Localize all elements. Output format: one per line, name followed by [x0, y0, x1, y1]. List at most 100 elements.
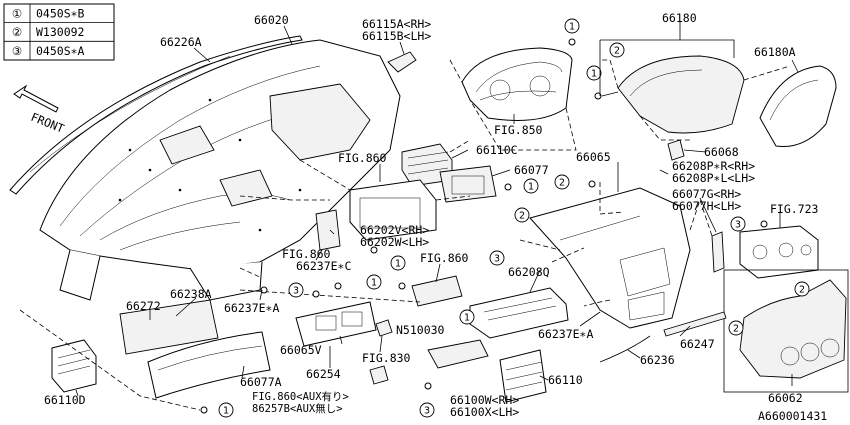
svg-text:2: 2	[733, 324, 739, 335]
label-66065V: 66065V	[280, 343, 322, 357]
svg-text:2: 2	[559, 178, 565, 189]
center-display	[349, 179, 437, 241]
label-66237E-C: 66237E∗C	[296, 259, 351, 273]
svg-text:2: 2	[519, 211, 525, 222]
svg-text:3: 3	[424, 406, 430, 417]
label-66236: 66236	[640, 353, 675, 367]
label-66100W: 66100W<RH>	[450, 393, 519, 407]
center-panel-66065	[529, 187, 691, 329]
circle-mark-2: 2	[794, 281, 810, 297]
svg-text:1: 1	[395, 259, 401, 270]
label-66208Q: 66208Q	[508, 265, 550, 279]
fasteners	[200, 38, 768, 414]
circle-mark-1: 1	[390, 255, 406, 271]
label-fig860-a: FIG.860	[338, 151, 387, 165]
circle-mark-2: 2	[554, 174, 570, 190]
legend-num-2: ②	[12, 25, 22, 39]
circle-mark-1: 1	[564, 18, 580, 34]
svg-text:1: 1	[591, 69, 597, 80]
front-arrow: FRONT	[13, 84, 66, 136]
front-label: FRONT	[29, 110, 66, 136]
label-66202V: 66202V<RH>	[360, 223, 429, 237]
dashboard-panel	[39, 39, 401, 301]
clip-66068	[667, 139, 685, 161]
svg-text:1: 1	[223, 406, 229, 417]
small-parts	[369, 319, 393, 385]
label-fig860-aux: FIG.860<AUX有り>	[252, 390, 349, 403]
svg-text:1: 1	[528, 182, 534, 193]
label-66238A: 66238A	[170, 287, 212, 301]
circle-mark-3: 3	[730, 216, 746, 232]
circle-mark-2: 2	[728, 320, 744, 336]
label-66180: 66180	[662, 11, 697, 25]
knee-panel	[119, 299, 271, 399]
label-66237E-A-1: 66237E∗A	[224, 301, 279, 315]
bracket-66115	[387, 51, 417, 73]
legend-box: ① 0450S∗B ② W130092 ③ 0450S∗A	[3, 3, 115, 61]
label-66077: 66077	[514, 163, 549, 177]
legend-num-1: ①	[12, 7, 22, 21]
label-66077A: 66077A	[240, 375, 282, 389]
defroster-strip	[9, 35, 303, 195]
label-66254: 66254	[306, 367, 341, 381]
label-66208P-R: 66208P∗R<RH>	[672, 159, 755, 173]
svg-text:1: 1	[464, 313, 470, 324]
trim-strips	[663, 231, 727, 337]
label-N510030: N510030	[396, 323, 445, 337]
legend-code-3: 0450S∗A	[36, 44, 85, 58]
label-66237E-A-2: 66237E∗A	[538, 327, 593, 341]
lower-vents	[427, 339, 547, 403]
label-66020: 66020	[254, 13, 289, 27]
label-66202W: 66202W<LH>	[360, 235, 429, 249]
label-66115B: 66115B<LH>	[362, 29, 431, 43]
label-fig860-c: FIG.860	[420, 251, 469, 265]
tray-66208Q	[469, 287, 569, 339]
label-66208P-L: 66208P∗L<LH>	[672, 171, 755, 185]
bezel-66077	[439, 165, 497, 203]
legend-code-1: 0450S∗B	[36, 7, 85, 21]
circle-mark-1: 1	[218, 402, 234, 418]
svg-text:2: 2	[614, 46, 620, 57]
label-66115A: 66115A<RH>	[362, 17, 431, 31]
circle-mark-1: 1	[459, 309, 475, 325]
wire-66236	[599, 335, 651, 363]
meter-cluster	[449, 47, 577, 151]
label-66062: 66062	[768, 391, 803, 405]
circle-mark-1: 1	[586, 65, 602, 81]
label-66100X: 66100X<LH>	[450, 405, 519, 419]
label-66077G: 66077G<RH>	[672, 187, 741, 201]
cluster-hood	[600, 55, 837, 148]
svg-text:3: 3	[735, 220, 741, 231]
label-66068: 66068	[704, 145, 739, 159]
label-66110D: 66110D	[44, 393, 86, 407]
label-fig860-b: FIG.860	[282, 247, 331, 261]
label-fig850: FIG.850	[494, 123, 543, 137]
label-66272: 66272	[126, 299, 161, 313]
legend-num-3: ③	[12, 44, 22, 58]
svg-text:3: 3	[494, 254, 500, 265]
label-fig830: FIG.830	[362, 351, 411, 365]
circle-marks: 1 2 1 1 2 2 3 2 2 1 1 3 1 3 1 3	[218, 18, 810, 418]
legend-code-2: W130092	[36, 25, 84, 39]
diagram-id: A660001431	[758, 409, 827, 423]
label-66247: 66247	[680, 337, 715, 351]
guide-lines	[19, 139, 713, 411]
label-66226A: 66226A	[160, 35, 202, 49]
circle-mark-1: 1	[366, 274, 382, 290]
svg-text:3: 3	[293, 286, 299, 297]
svg-text:2: 2	[799, 285, 805, 296]
lower-panel-66062	[723, 269, 849, 393]
label-66110C: 66110C	[476, 143, 518, 157]
circle-mark-2: 2	[514, 207, 530, 223]
svg-text:1: 1	[371, 278, 377, 289]
circle-mark-2: 2	[609, 42, 625, 58]
svg-text:1: 1	[569, 22, 575, 33]
console-66065V	[295, 275, 463, 347]
label-66110: 66110	[548, 373, 583, 387]
circle-mark-1: 1	[523, 178, 539, 194]
circle-mark-3: 3	[419, 402, 435, 418]
label-66065: 66065	[576, 150, 611, 164]
label-fig723: FIG.723	[770, 202, 819, 216]
circle-mark-3: 3	[489, 250, 505, 266]
